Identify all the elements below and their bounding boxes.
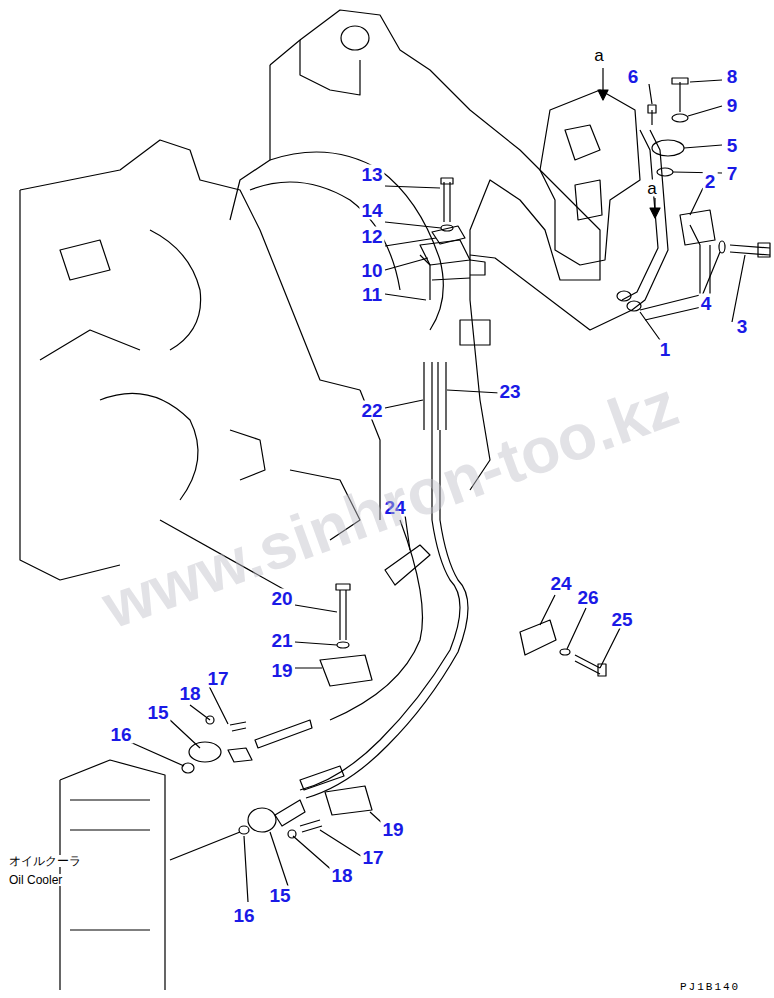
callout-number: 21 <box>269 631 294 650</box>
callout-number: 12 <box>359 227 384 246</box>
callout-number: 7 <box>725 164 740 183</box>
part-note: Oil Cooler <box>8 874 63 886</box>
callout-number: 19 <box>380 820 405 839</box>
callout-number: 24 <box>548 574 573 593</box>
callout-number: 17 <box>205 669 230 688</box>
callout-number: 9 <box>725 96 740 115</box>
callout-number: 6 <box>626 67 641 86</box>
callout-number: 2 <box>703 172 718 191</box>
callout-number: 3 <box>735 317 750 336</box>
callout-number: 25 <box>609 610 634 629</box>
callout-number: 16 <box>231 906 256 925</box>
callout-number: 15 <box>267 886 292 905</box>
callout-number: 13 <box>359 165 384 184</box>
callout-number: 11 <box>360 285 384 304</box>
callout-number: 17 <box>360 848 385 867</box>
callout-number: 18 <box>177 684 202 703</box>
callout-number: 26 <box>575 588 600 607</box>
callout-number: 10 <box>359 261 384 280</box>
callout-number: 5 <box>725 136 740 155</box>
drawing-code: PJ1B140 <box>680 982 740 993</box>
callout-number: 16 <box>108 725 133 744</box>
callout-number: 23 <box>497 382 522 401</box>
callout-number: 22 <box>359 401 384 420</box>
callout-number: 4 <box>699 294 714 313</box>
callout-number: 19 <box>269 661 294 680</box>
part-note: オイルクーラ <box>8 855 82 867</box>
reference-letter: a <box>645 180 658 197</box>
reference-letter: a <box>592 47 605 64</box>
callout-number: 15 <box>145 703 170 722</box>
callout-number: 1 <box>658 340 673 359</box>
callout-number: 18 <box>329 866 354 885</box>
callout-number: 20 <box>269 589 294 608</box>
callout-number: 8 <box>725 67 740 86</box>
callout-number: 14 <box>359 201 384 220</box>
